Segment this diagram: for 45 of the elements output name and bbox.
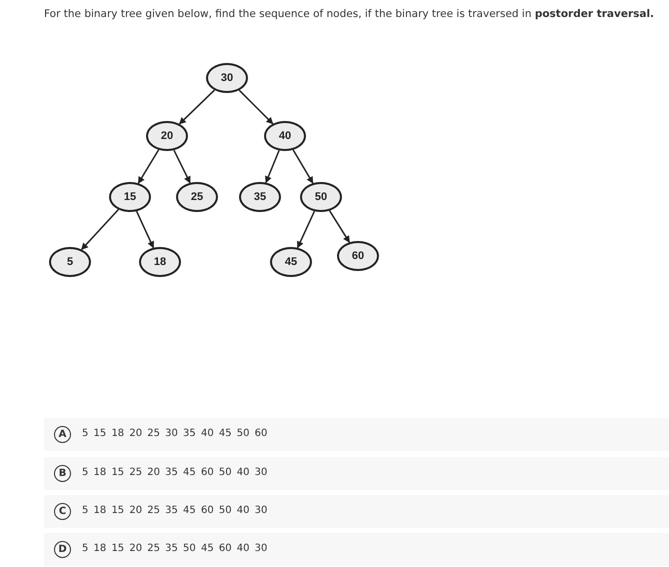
answer-option bbox=[44, 457, 669, 490]
option-letter: D bbox=[54, 541, 71, 558]
option-text: 5 18 15 20 25 35 50 45 60 40 30 bbox=[82, 543, 268, 554]
arrow bbox=[328, 210, 350, 243]
arrow bbox=[173, 150, 191, 184]
option-text: 5 18 15 20 25 35 45 60 50 40 30 bbox=[82, 505, 268, 516]
tree-node-ellipse bbox=[109, 182, 151, 212]
node-value: 15 bbox=[124, 191, 136, 203]
tree-node-ellipse bbox=[206, 63, 248, 93]
arrow bbox=[81, 209, 119, 250]
option-letter: C bbox=[54, 503, 71, 520]
arrow bbox=[265, 150, 280, 184]
arrow bbox=[296, 210, 316, 248]
node-value: 18 bbox=[154, 256, 166, 268]
tree-node-ellipse bbox=[49, 247, 91, 277]
node-value: 5 bbox=[66, 256, 74, 268]
arrow bbox=[178, 90, 216, 124]
node-value: 20 bbox=[160, 130, 174, 142]
arrow bbox=[138, 149, 160, 184]
arrow bbox=[136, 210, 154, 248]
tree-node-ellipse bbox=[239, 182, 281, 212]
tree-node-ellipse bbox=[176, 182, 218, 212]
tree-node-ellipse bbox=[337, 241, 379, 271]
answer-option bbox=[44, 533, 669, 566]
node-value: 50 bbox=[314, 191, 328, 203]
tree-node-ellipse bbox=[270, 247, 312, 277]
tree-node-ellipse bbox=[264, 121, 306, 151]
question-text: For the binary tree given below, find the sequence of nodes, if the binary tree is traversed in postorder traversal. bbox=[44, 8, 654, 20]
answer-option bbox=[44, 418, 669, 451]
node-value: 40 bbox=[278, 130, 292, 142]
tree-node-ellipse bbox=[146, 121, 188, 151]
answer-option bbox=[44, 495, 669, 528]
node-value: 45 bbox=[284, 256, 298, 268]
option-text: 5 15 18 20 25 30 35 40 45 50 60 bbox=[82, 428, 268, 439]
tree-node-ellipse bbox=[139, 247, 181, 277]
option-text: 5 18 15 25 20 35 45 60 50 40 30 bbox=[82, 467, 268, 478]
node-value: 30 bbox=[220, 72, 234, 84]
arrow bbox=[238, 90, 274, 124]
option-letter: B bbox=[54, 465, 71, 482]
option-letter: A bbox=[54, 426, 71, 443]
node-value: 25 bbox=[190, 191, 204, 203]
node-value: 60 bbox=[352, 250, 364, 262]
tree-node-ellipse bbox=[300, 182, 342, 212]
node-value: 35 bbox=[254, 191, 266, 203]
arrow bbox=[292, 149, 314, 184]
